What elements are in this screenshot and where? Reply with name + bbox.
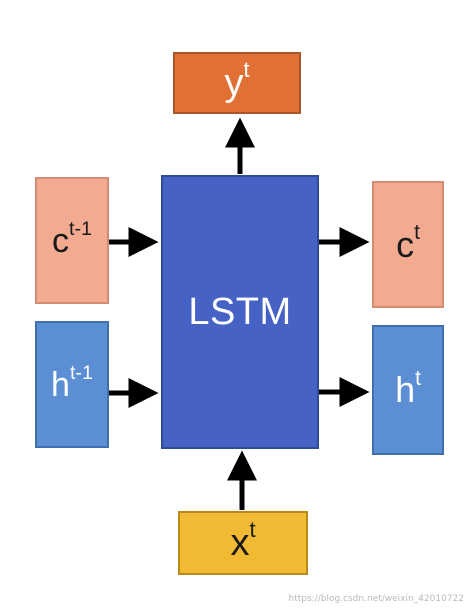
hidden-state-prev-box: ht-1 <box>35 321 109 448</box>
cell-state-next-box: ct <box>372 181 444 308</box>
hidden-state-next-box: ht <box>372 325 444 455</box>
input-x-box: xt <box>178 511 308 575</box>
output-y-box: yt <box>173 52 301 114</box>
cell-state-prev-box: ct-1 <box>35 177 109 304</box>
hidden-state-prev-label: ht-1 <box>51 362 93 404</box>
cell-state-prev-label: ct-1 <box>52 218 92 260</box>
lstm-label: LSTM <box>188 291 292 333</box>
input-x-label: xt <box>230 516 256 564</box>
output-y-label: yt <box>224 56 250 104</box>
hidden-state-next-label: ht <box>395 366 421 410</box>
watermark-text: https://blog.csdn.net/weixin_42010722 <box>288 594 464 604</box>
lstm-cell-box: LSTM <box>161 175 319 449</box>
cell-state-next-label: ct <box>396 221 420 265</box>
